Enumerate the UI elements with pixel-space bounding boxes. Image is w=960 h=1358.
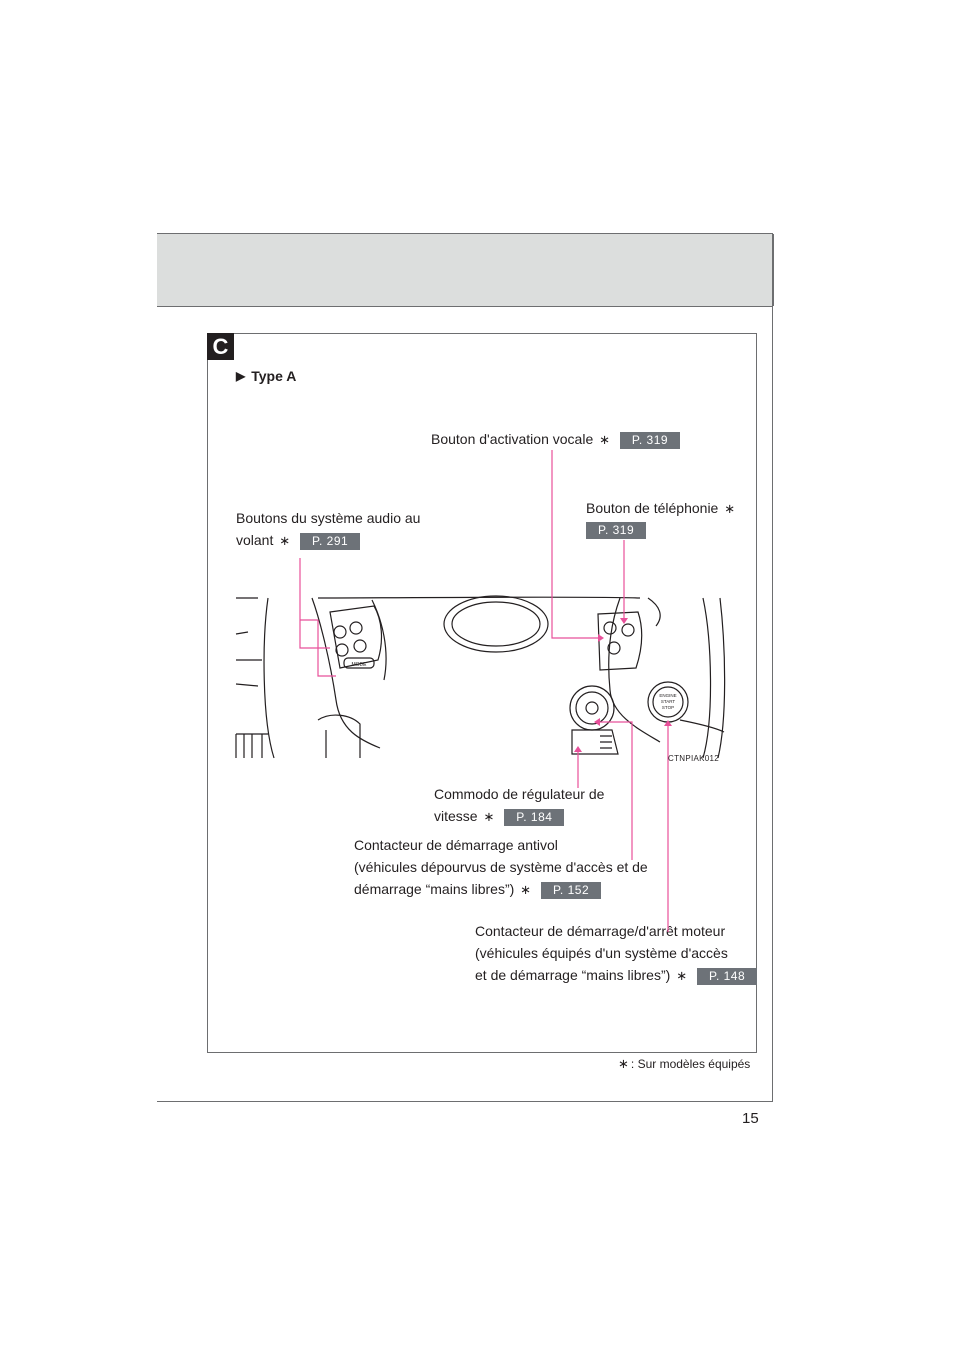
asterisk-icon: ∗ (618, 1056, 629, 1071)
callout-engine: Contacteur de démarrage/d'arrêt moteur (… (475, 920, 758, 987)
callout-audio: Boutons du système audio au volant ∗ P. … (236, 510, 421, 550)
right-rule (772, 233, 773, 1101)
asterisk-icon: ∗ (279, 533, 291, 548)
callout-voice: Bouton d'activation vocale ∗ P. 319 (431, 428, 681, 451)
page-ref-cruise[interactable]: P. 184 (504, 808, 565, 826)
asterisk-icon: ∗ (520, 882, 532, 897)
page-ref-ignition[interactable]: P. 152 (540, 881, 602, 899)
triangle-icon: ▶ (236, 369, 246, 383)
illustration-code: CTNPIAK012 (668, 754, 720, 763)
page-ref-engine[interactable]: P. 148 (696, 967, 758, 985)
asterisk-icon: ∗ (599, 432, 611, 447)
page-ref-audio[interactable]: P. 291 (300, 532, 361, 550)
section-badge: C (207, 333, 234, 360)
callout-cruise: Commodo de régulateur de vitesse ∗ P. 18… (434, 786, 605, 826)
asterisk-icon: ∗ (676, 968, 688, 983)
page-ref-phone[interactable]: P. 319 (586, 521, 647, 539)
type-heading: ▶ Type A (236, 368, 296, 384)
page-number: 15 (742, 1110, 759, 1127)
type-label: Type A (251, 368, 297, 384)
asterisk-icon: ∗ (483, 809, 495, 824)
bottom-rule (157, 1101, 773, 1102)
page-ref-voice[interactable]: P. 319 (619, 431, 681, 449)
header-band (157, 233, 774, 307)
footnote: ∗: Sur modèles équipés (618, 1056, 751, 1071)
callout-phone-ref: P. 319 (582, 518, 647, 540)
asterisk-icon: ∗ (724, 501, 736, 516)
callout-ignition: Contacteur de démarrage antivol (véhicul… (354, 837, 648, 899)
callout-phone: Bouton de téléphonie ∗ (586, 500, 736, 516)
